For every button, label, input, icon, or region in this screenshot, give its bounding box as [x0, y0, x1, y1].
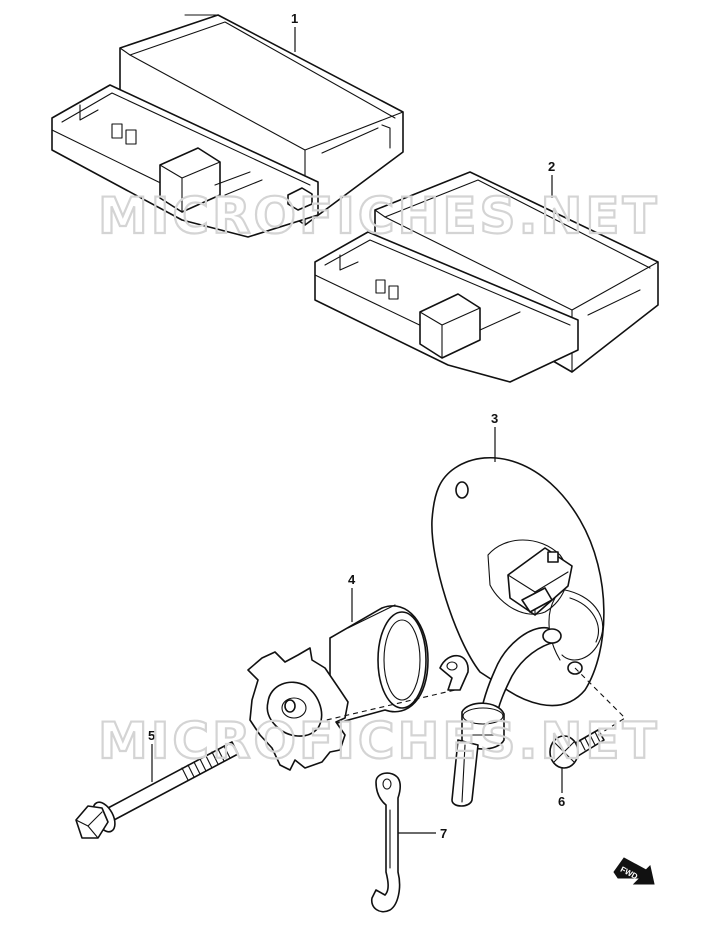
- part-3-sensor-plate[interactable]: [431, 456, 605, 807]
- callout-3: 3: [491, 411, 498, 426]
- callout-leaders: [151, 27, 563, 834]
- part-5-flange-bolt[interactable]: [75, 741, 239, 839]
- part-4-rotor[interactable]: [247, 604, 429, 771]
- assembly-guide-lines: [317, 667, 626, 736]
- watermark-bottom: MICROFICHES.NET: [98, 712, 660, 770]
- callout-7: 7: [440, 826, 447, 841]
- fwd-arrow-icon: FWD: [613, 857, 655, 885]
- watermark-top: MICROFICHES.NET: [98, 187, 660, 245]
- callout-labels: 1 2 3 4 5 6 7: [148, 11, 565, 841]
- callout-5: 5: [148, 728, 155, 743]
- callout-2: 2: [548, 159, 555, 174]
- part-6-screw[interactable]: [549, 729, 605, 769]
- callout-4: 4: [348, 572, 356, 587]
- part-1-connector-block[interactable]: [51, 14, 404, 238]
- part-2-connector-block[interactable]: [314, 171, 659, 383]
- part-7-clamp[interactable]: [370, 772, 402, 913]
- callout-6: 6: [558, 794, 565, 809]
- callout-1: 1: [291, 11, 298, 26]
